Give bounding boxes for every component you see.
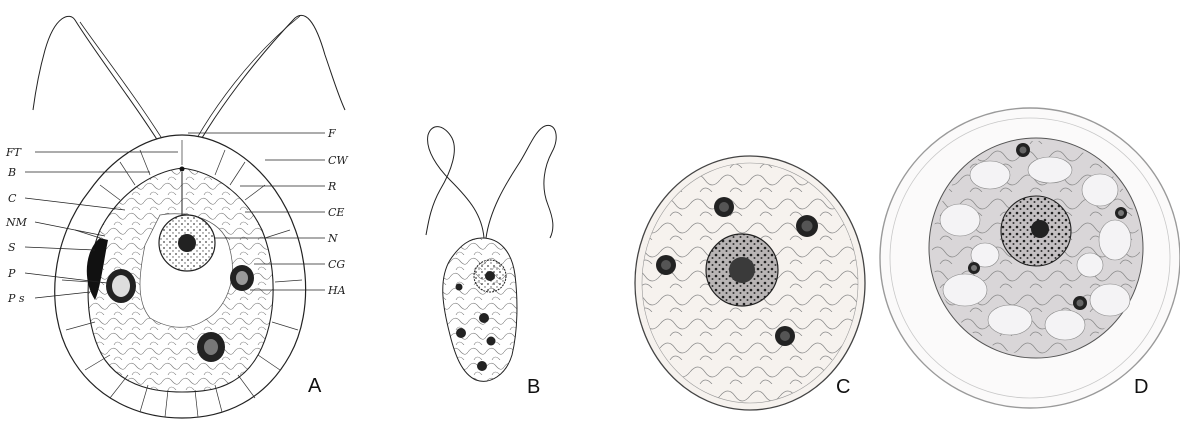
panel-label-b: B <box>527 376 540 398</box>
granule-b-5 <box>477 361 487 371</box>
panel-label-c: C <box>836 376 850 398</box>
blepharoplast <box>180 167 185 172</box>
panel-label-d: D <box>1134 376 1148 398</box>
pyrenoid-d-1 <box>1016 143 1030 157</box>
pyrenoid-c-1 <box>714 197 734 217</box>
label-nm: NM <box>5 216 28 229</box>
pyrenoid-left <box>106 269 136 303</box>
pyrenoid-d-3 <box>968 262 980 274</box>
nucleolus-d <box>1031 220 1049 238</box>
label-p: P <box>7 267 16 280</box>
granule-b-3 <box>456 328 466 338</box>
label-ce: CE <box>328 206 344 219</box>
pyrenoid-d-2 <box>1115 207 1127 219</box>
granule-b-1 <box>456 284 463 291</box>
cell-b <box>443 238 517 381</box>
label-b: B <box>7 166 16 179</box>
panel-a: FT B C NM S P P s F CW R CE N CG HA A <box>5 15 349 418</box>
pyrenoid-c-2 <box>796 215 818 237</box>
label-c: C <box>8 192 17 205</box>
nucleolus-b <box>485 271 495 281</box>
granule-b-4 <box>487 337 496 346</box>
pyrenoid-c-4 <box>775 326 795 346</box>
panel-d: D <box>880 108 1180 408</box>
granule-b-2 <box>479 313 489 323</box>
nucleolus <box>178 234 196 252</box>
label-cw: CW <box>328 154 349 167</box>
pyrenoid-right <box>230 265 254 291</box>
pyrenoid-c-3 <box>656 255 676 275</box>
label-ft: FT <box>5 146 23 159</box>
label-ps: P s <box>7 292 25 305</box>
panel-b: B <box>426 125 556 398</box>
pyrenoid-d-4 <box>1073 296 1087 310</box>
label-ha: HA <box>327 284 346 297</box>
nucleolus-c <box>729 257 755 283</box>
label-r: R <box>327 180 336 193</box>
label-cg: CG <box>328 258 345 271</box>
flagellum-b-left <box>426 127 484 238</box>
flagellum-b-right <box>486 125 556 238</box>
label-n: N <box>327 232 338 245</box>
label-s: S <box>8 241 16 254</box>
panel-c: C <box>635 156 865 410</box>
panel-label-a: A <box>308 375 322 397</box>
pyrenoid-bottom <box>197 332 225 362</box>
label-f: F <box>327 127 336 140</box>
